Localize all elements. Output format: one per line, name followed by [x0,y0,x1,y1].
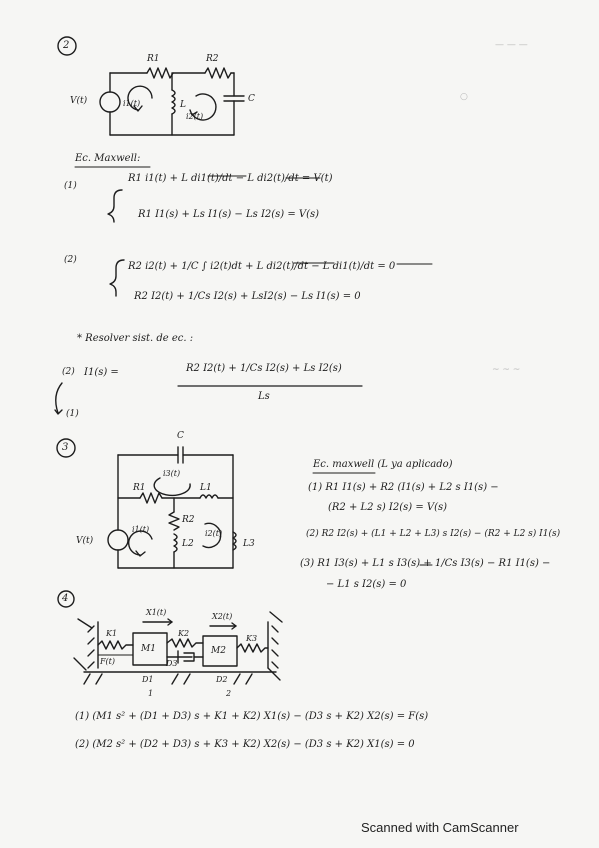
brace-1 [107,189,123,223]
label-l: L [180,100,186,110]
solve-arrow [55,382,63,414]
eq2-laplace: R2 I2(t) + 1/Cs I2(s) + LsI2(s) − Ls I1(… [134,291,361,302]
label-m2: M2 [211,646,226,656]
eq1-laplace: R1 I1(s) + Ls I1(s) − Ls I2(s) = V(s) [138,209,320,220]
label-f: F(t) [100,657,116,666]
eq2-time: R2 i2(t) + 1/C ∫ i2(t)dt + L di2(t)/dt −… [128,261,396,272]
label-k2: K2 [178,629,190,638]
brace-2 [109,259,125,297]
solve-denominator: Ls [258,391,270,402]
eq3-3a: (3) R1 I3(s) + L1 s I3(s) + 1/Cs I3(s) −… [300,558,551,569]
label-d1: D1 [142,675,154,684]
label-i2: i2(t) [186,112,204,121]
voltage-source [99,91,121,113]
label-k1: K1 [106,629,118,638]
maxwell-title-3: Ec. maxwell (L ya aplicado) [313,459,453,470]
label-i2-3: i2(t) [205,529,223,538]
solve-numerator: R2 I2(t) + 1/Cs I2(s) + Ls I2(s) [186,363,342,374]
label-i3: i3(t) [163,469,181,478]
eq3-3b: − L1 s I2(s) = 0 [326,579,407,590]
label-r2-3: R2 [182,515,195,525]
spring-k2 [166,638,204,648]
spring-k3 [236,643,269,653]
label-l1-3: L1 [200,483,212,493]
label-d2: D2 [216,675,228,684]
eq3-1a: (1) R1 I1(s) + R2 (I1(s) + L2 s I1(s) − [308,482,499,493]
solve-tag: (2) [62,367,75,377]
damper-d3 [177,650,195,664]
label-c: C [248,94,255,104]
loop-arrow-2 [202,522,222,549]
bleed-through-mark: — — — [495,40,528,50]
loop-arrow-1 [127,85,153,111]
section-2-circle [57,36,77,56]
solve-tag-2: (1) [66,409,79,419]
label-source: V(t) [70,96,88,106]
label-k3: K3 [246,634,258,643]
label-r1: R1 [147,54,160,64]
eq3-1b: (R2 + L2 s) I2(s) = V(s) [328,502,448,513]
eq2-tag: (2) [64,255,77,265]
label-n1: 1 [148,689,154,698]
bleed-through-mark: ~ ~ ~ [492,365,521,375]
resistor-r2 [168,511,180,531]
label-source-3: V(t) [76,536,94,546]
label-c3: C [177,431,184,441]
eq4-1: (1) (M1 s² + (D1 + D3) s + K1 + K2) X1(s… [75,711,429,722]
inductor-l1 [199,494,219,499]
eq3-2: (2) R2 I2(s) + (L1 + L2 + L3) s I2(s) − … [306,529,561,539]
label-x1: X1(t) [146,608,167,617]
resistor-r1 [139,492,163,504]
loop-arrow-1 [128,530,153,556]
label-r1-3: R1 [133,483,146,493]
circuit-3 [107,446,237,569]
solve-note: * Resolver sist. de ec. : [77,333,194,344]
mass-m1 [132,632,168,666]
section-4-circle [57,590,75,608]
label-l3-3: L3 [243,539,255,549]
section-4-number: 4 [62,593,69,604]
eq1-time: R1 i1(t) + L di1(t)/dt − L di2(t)/dt = V… [128,173,333,184]
loop-arrow-3 [153,477,191,497]
eq4-2: (2) (M2 s² + (D2 + D3) s + K3 + K2) X2(s… [75,739,415,750]
label-d3: D3 [166,659,178,668]
inductor-l [171,89,176,115]
spring-k1 [97,640,134,650]
label-n2: 2 [226,689,232,698]
label-i1-3: i1(t) [132,525,150,534]
bleed-through-mark: ○ [460,92,468,102]
section-3-number: 3 [62,442,69,453]
section-2-number: 2 [63,40,70,51]
voltage-source [107,529,129,551]
section-3-circle [56,438,76,458]
label-i1: i1(t) [123,99,141,108]
label-l2-3: L2 [182,539,194,549]
label-x2: X2(t) [212,612,233,621]
inductor-l3 [232,531,237,551]
maxwell-title: Ec. Maxwell: [75,153,141,164]
camscanner-watermark: Scanned with CamScanner [361,820,519,835]
resistor-r2 [204,67,232,79]
eq1-tag: (1) [64,181,77,191]
mass-m2 [202,635,238,667]
inductor-l2 [173,533,178,553]
circuit-2 [99,67,245,136]
loop-arrow-2 [191,93,217,121]
resistor-r1 [146,67,174,79]
solve-lhs: I1(s) = [84,367,119,378]
label-m1: M1 [141,644,156,654]
label-r2: R2 [206,54,219,64]
mechanical-system [73,611,283,685]
